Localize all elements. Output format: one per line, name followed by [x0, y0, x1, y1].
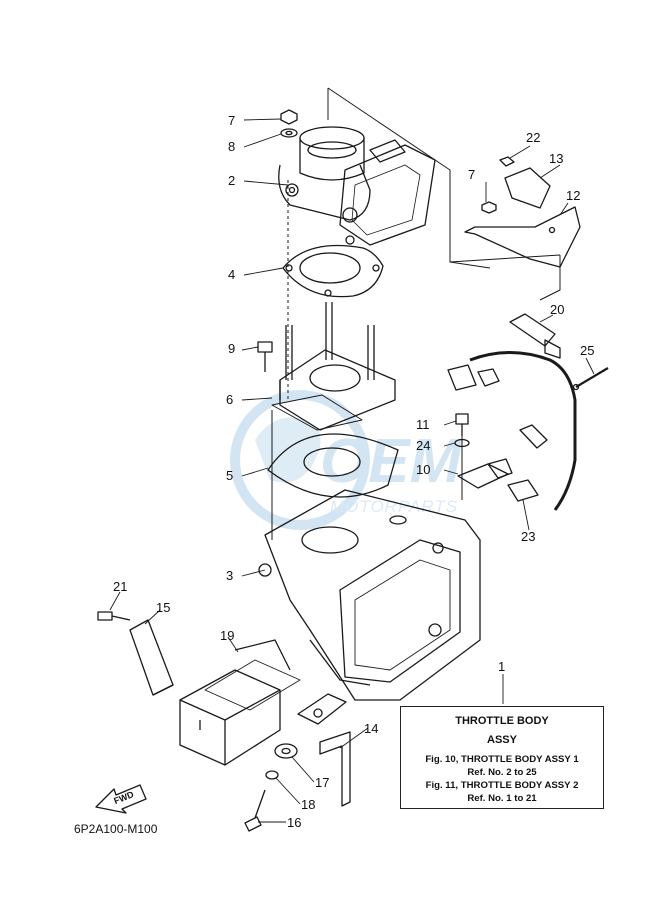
callout-11: 11 [416, 417, 430, 432]
map-sensor [454, 413, 513, 489]
callout-1: 1 [498, 659, 506, 674]
callout-7-right: 7 [468, 167, 476, 182]
callout-10: 10 [416, 462, 431, 477]
fwd-label: FWD [112, 789, 135, 806]
info-line-3: Fig. 11, THROTTLE BODY ASSY 2 [425, 780, 579, 791]
callout-14: 14 [364, 721, 379, 736]
info-line-4: Ref. No. 1 to 21 [467, 793, 537, 804]
left-bracket [97, 611, 174, 696]
spacer-plate [271, 349, 396, 431]
sensor-bracket [464, 156, 581, 268]
info-title-line2: ASSY [487, 734, 517, 746]
info-line-1: Fig. 10, THROTTLE BODY ASSY 1 [425, 754, 579, 765]
callout-17: 17 [315, 775, 330, 790]
wire-harness [447, 313, 577, 511]
callout-16: 16 [287, 815, 302, 830]
callout-25: 25 [580, 343, 595, 358]
nut-washer-top [280, 109, 298, 138]
throttle-body-part [278, 126, 436, 246]
callout-18: 18 [301, 797, 316, 812]
rubber-damper [179, 639, 301, 766]
callout-4: 4 [228, 267, 236, 282]
callout-19: 19 [220, 628, 235, 643]
fwd-arrow-icon [95, 784, 147, 814]
callout-12: 12 [566, 188, 581, 203]
watermark-text: OEM [320, 427, 463, 496]
callout-24: 24 [416, 438, 431, 453]
cotter-pin [572, 367, 609, 391]
gasket-lower [267, 433, 399, 498]
callout-22: 22 [526, 130, 541, 145]
callout-leader-lines [109, 118, 595, 823]
info-line-2: Ref. No. 2 to 25 [467, 767, 537, 778]
assembly-frame-lines [271, 87, 561, 540]
grommet-collar-bolt [244, 743, 298, 832]
info-title-line1: THROTTLE BODY [455, 715, 549, 727]
assembly-info-box: THROTTLE BODY ASSY Fig. 10, THROTTLE BOD… [400, 706, 604, 809]
callout-3: 3 [226, 568, 234, 583]
studs-and-bolt [257, 302, 375, 380]
gasket-upper [282, 244, 384, 298]
lower-bracket [297, 693, 351, 807]
figure-code: 6P2A100-M100 [74, 822, 158, 836]
callout-20: 20 [550, 302, 565, 317]
callout-7-top: 7 [228, 113, 236, 128]
callout-21: 21 [113, 579, 128, 594]
callout-23: 23 [521, 529, 536, 544]
callout-2: 2 [228, 173, 236, 188]
callout-6: 6 [226, 392, 234, 407]
callout-5: 5 [226, 468, 234, 483]
callout-9: 9 [228, 341, 236, 356]
callout-15: 15 [156, 600, 171, 615]
intake-housing [258, 489, 481, 701]
oem-watermark: OEM MOTORPARTS [230, 390, 463, 530]
callout-8: 8 [228, 139, 236, 154]
callout-13: 13 [549, 151, 564, 166]
watermark-subtext: MOTORPARTS [330, 497, 458, 516]
